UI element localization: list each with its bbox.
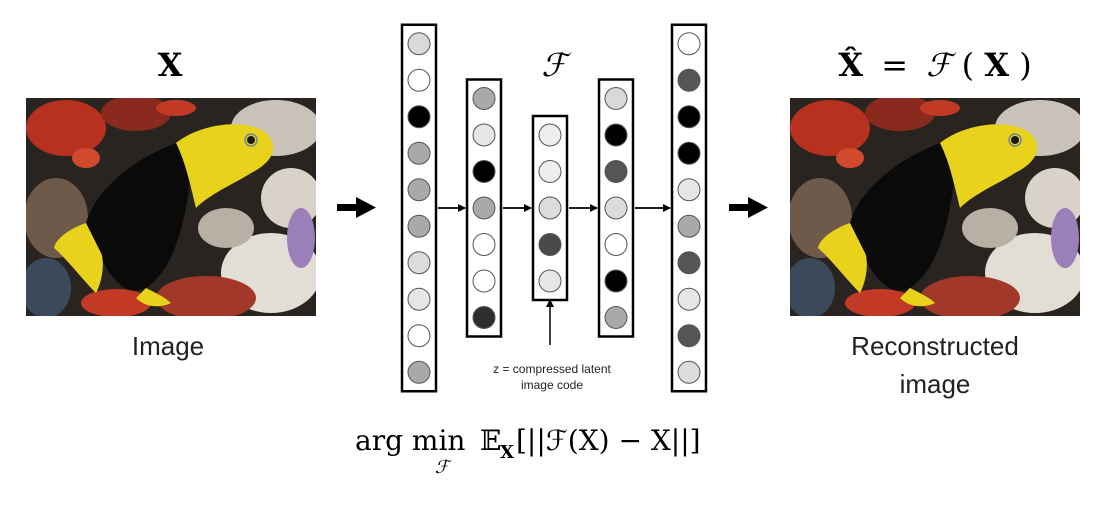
- layer-2-node-4: [472, 196, 496, 220]
- output-open-paren: (: [962, 46, 974, 84]
- objective-sub: ℱ: [435, 457, 452, 478]
- layer-5-node-5: [677, 178, 701, 202]
- layer-5-node-4: [677, 141, 701, 165]
- objective-expect: 𝔼: [480, 424, 501, 457]
- layer-3-node-2: [538, 160, 562, 183]
- layer-4-node-4: [604, 196, 628, 220]
- layer-2-node-5: [472, 233, 496, 256]
- output-caption-line1: Reconstructed: [851, 331, 1019, 361]
- latent-note-line1: z = compressed latent: [493, 362, 611, 376]
- layer-5-node-2: [677, 68, 701, 92]
- layer-4-node-2: [604, 123, 628, 147]
- layer-2-node-1: [472, 87, 496, 110]
- layer-3-node-3: [538, 196, 562, 220]
- layer-1-node-1: [407, 32, 431, 56]
- layer-1-node-9: [407, 324, 431, 348]
- layer-1-node-6: [407, 214, 431, 238]
- layer-1-node-10: [407, 360, 431, 384]
- layer-5-node-6: [677, 214, 701, 238]
- input-image: [26, 98, 316, 316]
- output-close-paren: ): [1019, 46, 1031, 84]
- output-arrow: [729, 197, 768, 218]
- output-equals: =: [881, 46, 908, 84]
- layer-1-node-3: [407, 105, 431, 129]
- layer-4-node-3: [604, 160, 628, 183]
- output-hat-symbol: X̂: [838, 46, 863, 84]
- network-symbol: ℱ: [541, 46, 572, 84]
- layer-1-node-7: [407, 251, 431, 275]
- layer-1-node-2: [407, 68, 431, 92]
- layer-1-node-8: [407, 287, 431, 311]
- output-image: [790, 98, 1080, 316]
- layer-3-node-1: [538, 123, 562, 147]
- layer-5-node-10: [677, 360, 701, 384]
- output-equation: X̂ = ℱ ( X ): [838, 46, 1031, 84]
- output-caption-line2: image: [900, 369, 971, 399]
- latent-note-line2: image code: [521, 378, 583, 392]
- layer-3-node-5: [538, 269, 562, 293]
- input-symbol: X: [158, 46, 183, 84]
- layer-3-node-4: [538, 233, 562, 256]
- layer-5-node-7: [677, 251, 701, 275]
- output-func: ℱ: [926, 46, 957, 84]
- network-layers: [400, 23, 708, 393]
- objective-expect-sub: X: [500, 442, 514, 463]
- layer-5-node-1: [677, 32, 701, 56]
- layer-2-node-6: [472, 269, 496, 293]
- layer-1-node-5: [407, 178, 431, 202]
- layer-5-node-9: [677, 324, 701, 348]
- layer-4-node-7: [604, 306, 628, 329]
- layer-2-node-2: [472, 123, 496, 147]
- layer-2-node-3: [472, 160, 496, 183]
- layer-4-node-1: [604, 87, 628, 110]
- layer-5-node-3: [677, 105, 701, 129]
- layer-1-node-4: [407, 141, 431, 165]
- layer-4-node-5: [604, 233, 628, 256]
- output-inner: X: [984, 46, 1009, 84]
- layer-5-node-8: [677, 287, 701, 311]
- objective-argmin: arg min: [355, 424, 465, 457]
- layer-2-node-7: [472, 306, 496, 329]
- input-caption: Image: [132, 331, 204, 361]
- input-arrow: [337, 197, 376, 218]
- layer-4-node-6: [604, 269, 628, 293]
- objective-body: [||ℱ(X) − X||]: [516, 424, 701, 457]
